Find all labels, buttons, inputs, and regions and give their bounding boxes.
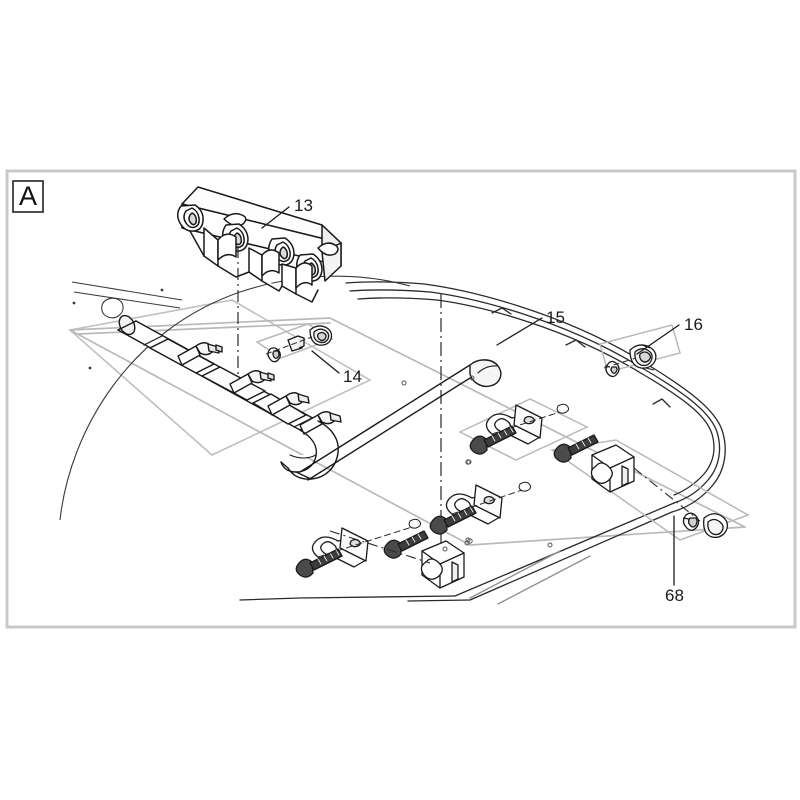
reference-marks [401,375,553,552]
part-68-block-clamp-assembly [553,434,635,493]
cowl-curve-ghost [59,275,411,521]
injector-port-2 [229,370,275,394]
part-16-ghost-box [599,324,681,373]
callout-13-number: 13 [294,196,313,215]
part-15-clamp-assembly-2 [295,518,421,578]
cover-body-outline [239,281,726,605]
injector-port-3 [267,392,310,416]
part-16-bushing-and-clip [603,344,657,378]
injector-port-1 [177,342,223,366]
callout-68-number: 68 [665,586,684,605]
mount-plane-ghost [68,299,372,456]
section-label-box: A [12,180,44,213]
assembly-axis-68 [329,530,431,564]
part-15-ghost-box-1 [458,398,589,461]
engine-cover-ghost [69,317,746,546]
diagram-frame [5,169,797,629]
part-13-injector-retainer-bracket [177,186,342,303]
part-15-clamp-assembly-1 [469,403,569,455]
part-15-clamp-assembly-3 [429,459,531,544]
section-label-letter: A [19,181,37,211]
fuel-rail-pipe-assembly [117,314,502,481]
callout-15-number: 15 [546,308,565,327]
callout-leaders [261,206,680,586]
part-14-grommet-and-seal-kit [265,325,333,363]
callout-16-number: 16 [684,315,703,334]
part-68-plug-cap [633,467,729,539]
callout-14-number: 14 [343,367,362,386]
part-68-block-clamp-assembly-2 [383,530,465,589]
